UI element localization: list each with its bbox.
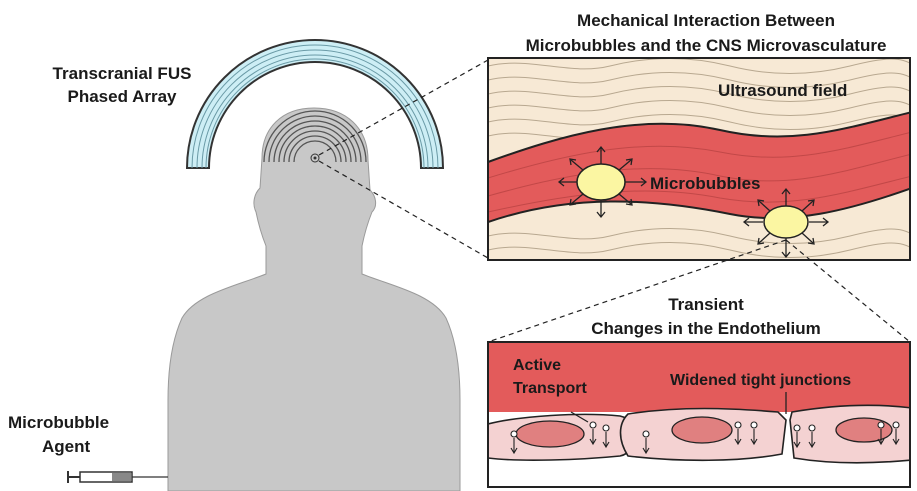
- fus-array-label-2: Phased Array: [68, 87, 178, 106]
- transient-title-2: Changes in the Endothelium: [591, 319, 821, 338]
- vessel-panel: [488, 58, 912, 260]
- widened-junctions-label: Widened tight junctions: [670, 372, 851, 389]
- microbubble-agent-label: Microbubble: [8, 413, 109, 432]
- human-silhouette: [168, 108, 460, 491]
- transient-title: Transient: [668, 295, 744, 314]
- active-transport-label: Active: [513, 357, 561, 374]
- nucleus-2: [672, 417, 732, 443]
- microbubbles-label: Microbubbles: [650, 174, 761, 193]
- nucleus-1: [516, 421, 584, 447]
- ultrasound-field-label: Ultrasound field: [718, 81, 847, 100]
- mechanical-title: Mechanical Interaction Between: [577, 11, 835, 30]
- nucleus-3: [836, 418, 892, 442]
- active-transport-label-2: Transport: [513, 380, 587, 397]
- syringe-icon: [68, 471, 168, 483]
- fus-array-label: Transcranial FUS: [53, 64, 192, 83]
- mechanical-title-2: Microbubbles and the CNS Microvasculatur…: [526, 36, 887, 55]
- microbubble-agent-label-2: Agent: [42, 437, 91, 456]
